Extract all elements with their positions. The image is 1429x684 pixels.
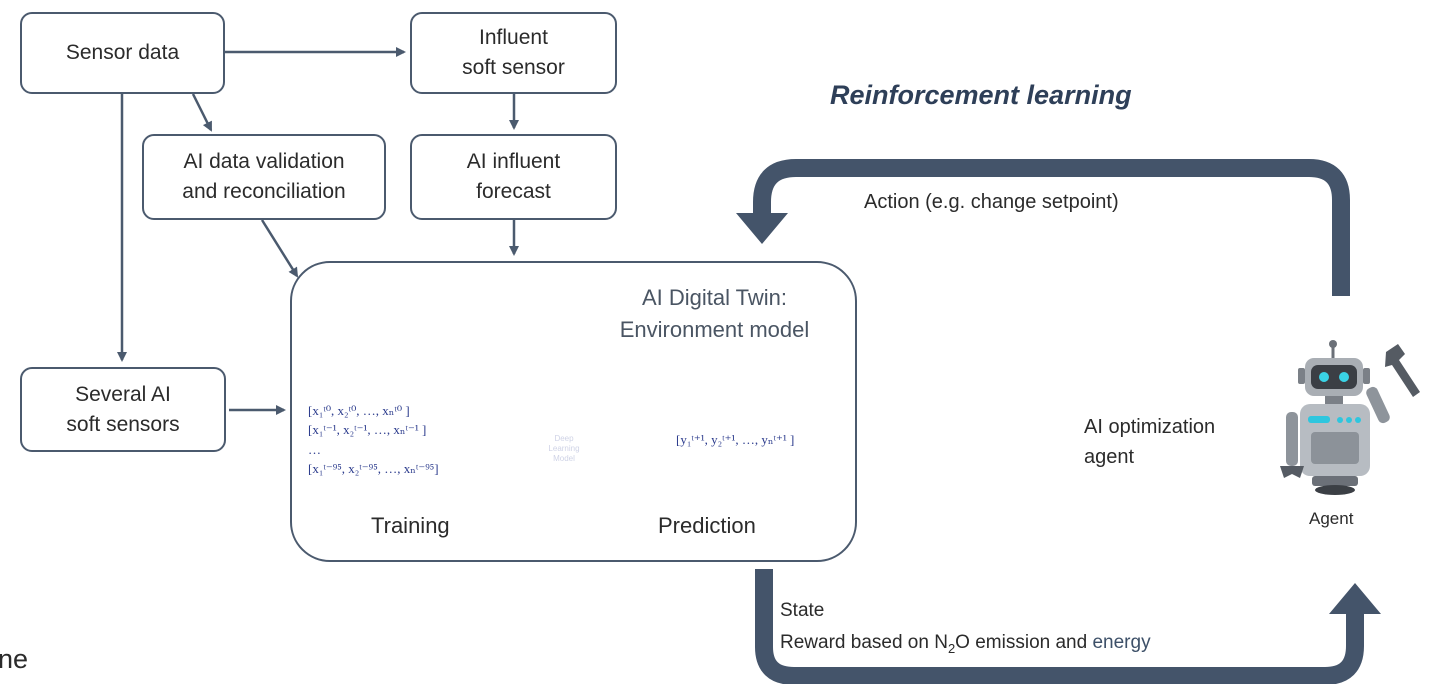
agent-description-line2: agent [1084, 446, 1135, 468]
training-label: Training [371, 513, 450, 538]
agent-caption: Agent [1309, 509, 1354, 528]
ai-influent-forecast-box: AI influent forecast [410, 134, 617, 220]
action-loop-arrow [753, 159, 1350, 296]
several-ai-soft-sensors-box: Several AI soft sensors [20, 367, 226, 452]
input-row-3: … [308, 442, 321, 457]
input-row-1: [x₁ᵗ⁰, x₂ᵗ⁰, …, xₙᵗ⁰ ] [308, 403, 410, 418]
arrow-validation-to-twin [260, 219, 299, 278]
sensor-data-box: Sensor data [20, 12, 225, 94]
influent-soft-sensor-box: Influent soft sensor [410, 12, 617, 94]
reward-text-energy: energy [1092, 632, 1151, 653]
state-label: State [780, 600, 825, 621]
reward-text-prefix: Reward based on N [780, 632, 948, 653]
twin-title-line2: Environment model [619, 317, 810, 342]
twin-title-line1: AI Digital Twin: [641, 285, 788, 310]
reward-subscript: 2 [947, 640, 956, 656]
input-row-4: [x₁ᵗ⁻⁹⁵, x₂ᵗ⁻⁹⁵, …, xₙᵗ⁻⁹⁵] [308, 461, 439, 476]
action-label: Action (e.g. change setpoint) [864, 191, 1119, 213]
arrow-sensor-to-validation [191, 93, 213, 132]
state-arrowhead [1329, 583, 1381, 614]
reinforcement-learning-title: Reinforcement learning [830, 80, 1132, 110]
prediction-label: Prediction [658, 513, 756, 538]
agent-description: AI optimization agent [1084, 412, 1215, 472]
reward-label: Reward based on N2O emission and energy [780, 632, 1151, 656]
robot-agent-icon [1280, 340, 1420, 495]
cut-off-text-fragment: ne [0, 644, 29, 674]
action-arrowhead [736, 213, 788, 244]
input-row-2: [x₁ᵗ⁻¹, x₂ᵗ⁻¹, …, xₙᵗ⁻¹ ] [308, 422, 427, 437]
ai-data-validation-box: AI data validation and reconciliation [142, 134, 386, 220]
digital-twin-box [290, 261, 857, 562]
state-loop-arrow [755, 569, 1364, 684]
deep-learning-model-label: Deep Learning Model [548, 434, 580, 463]
agent-description-line1: AI optimization [1084, 416, 1216, 438]
output-row: [y₁ᵗ⁺¹, y₂ᵗ⁺¹, …, yₙᵗ⁺¹ ] [676, 432, 795, 447]
reward-text-mid: O emission and [955, 632, 1093, 653]
